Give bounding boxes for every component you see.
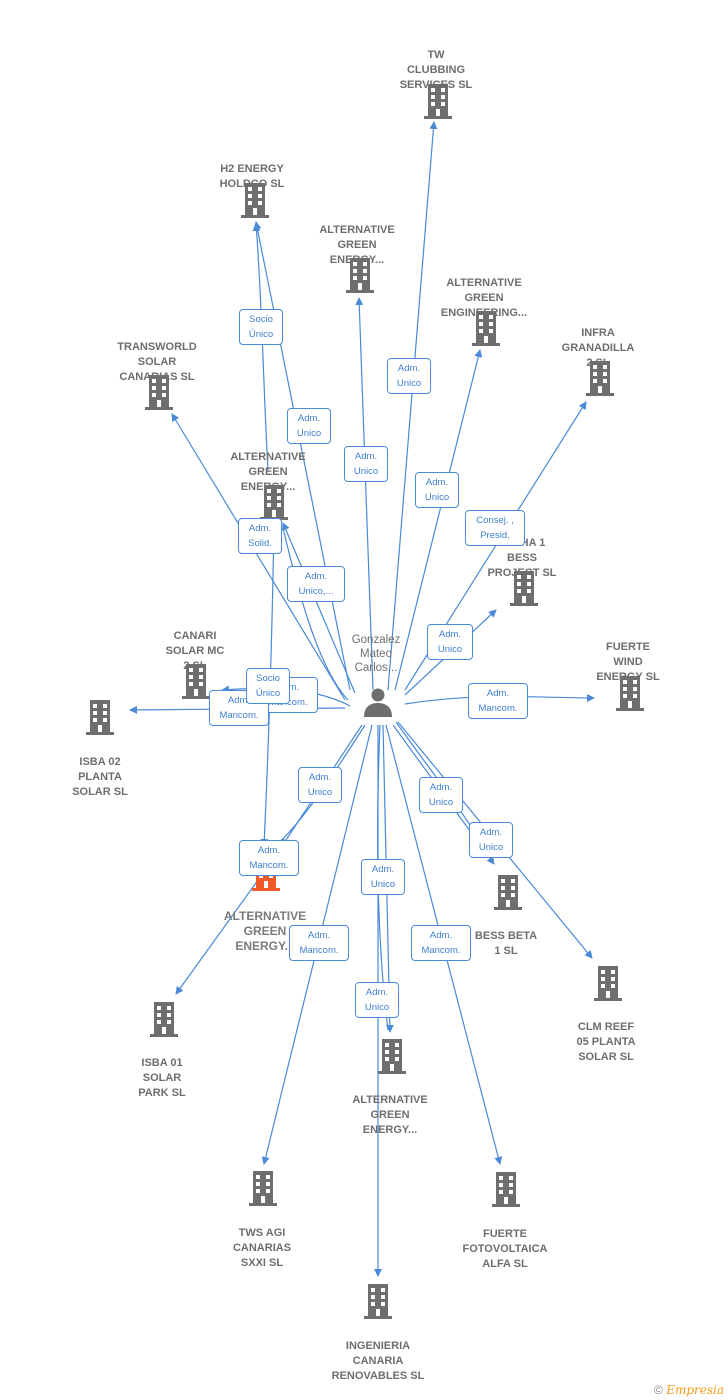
company-alt-green-3[interactable]: ALTERNATIVE GREEN ENERGY...	[340, 1078, 440, 1153]
edge-label-tw-clubbing[interactable]: Adm. Unico	[387, 358, 431, 394]
edge-label-h2-energy[interactable]: Adm. Unico	[287, 408, 331, 444]
building-icon[interactable]	[592, 966, 624, 1002]
edge-label-fuerte-wind[interactable]: Adm. Mancom.	[468, 683, 528, 719]
company-label: FUERTE WIND ENERGY SL	[596, 641, 660, 683]
company-label: INGENIERIA CANARIA RENOVABLES SL	[331, 1340, 425, 1382]
brand-logo[interactable]: Empresia	[666, 1383, 724, 1397]
edge-label-socio-h2[interactable]: Socio Único	[239, 309, 283, 345]
edge-tw-clubbing	[387, 121, 438, 691]
copyright-credit: © Empresia	[654, 1383, 724, 1397]
edge-h2-energy	[253, 221, 351, 691]
building-icon[interactable]	[84, 700, 116, 736]
edge-alt-green-eng	[394, 349, 483, 691]
edge-label-fuerte-foto[interactable]: Adm. Mancom.	[411, 925, 471, 961]
company-label: ISBA 01 SOLAR PARK SL	[138, 1057, 186, 1099]
company-label: TWS AGI CANARIAS SXXI SL	[232, 1227, 292, 1269]
company-isba02[interactable]: ISBA 02 PLANTA SOLAR SL	[50, 740, 150, 815]
edge-label-socio-main[interactable]: Socio Único	[246, 668, 290, 704]
building-icon[interactable]	[247, 1171, 279, 1207]
company-clm-reef[interactable]: CLM REEF 05 PLANTA SOLAR SL	[556, 1005, 656, 1080]
edge-label-alpha-bess[interactable]: Adm. Unico	[427, 624, 473, 660]
building-icon[interactable]	[492, 875, 524, 911]
edge-label-clm-reef[interactable]: Adm. Unico	[469, 822, 513, 858]
edge-transworld	[171, 413, 346, 701]
company-label: TW CLUBBING SERVICES SL	[399, 49, 473, 91]
edge-altgreen2-h2	[252, 223, 269, 471]
edge-label-ingenieria[interactable]: Adm. Unico	[355, 982, 399, 1018]
company-fuerte-foto[interactable]: FUERTE FOTOVOLTAICA ALFA SL	[448, 1212, 562, 1287]
company-label: ISBA 02 PLANTA SOLAR SL	[72, 756, 128, 798]
edge-label-bess-beta[interactable]: Adm. Unico	[419, 777, 463, 813]
building-icon[interactable]	[614, 676, 646, 712]
company-ingenieria[interactable]: INGENIERIA CANARIA RENOVABLES SL	[318, 1324, 438, 1399]
person-icon[interactable]	[362, 686, 394, 718]
edge-label-transworld[interactable]: Adm. Solid.	[238, 518, 282, 554]
edge-label-alt-green-3[interactable]: Adm. Unico	[361, 859, 405, 895]
edge-alt-green-2	[282, 522, 356, 694]
edge-alt-green-2b	[282, 527, 349, 701]
company-fuerte-wind[interactable]: FUERTE WIND ENERGY SL	[578, 625, 678, 700]
edge-label-alt-green-2[interactable]: Adm. Unico,...	[287, 566, 345, 602]
building-icon[interactable]	[148, 1002, 180, 1038]
company-alt-green-main[interactable]: ALTERNATIVE GREEN ENERGY...	[212, 894, 318, 969]
company-isba01[interactable]: ISBA 01 SOLAR PARK SL	[112, 1041, 212, 1116]
person-label[interactable]: Gonzalez Mateo Carlos...	[351, 634, 401, 674]
building-icon[interactable]	[422, 84, 454, 120]
building-icon[interactable]	[470, 311, 502, 347]
edge-label-alt-green-eng[interactable]: Adm. Unico	[415, 472, 459, 508]
company-bess-beta[interactable]: BESS BETA 1 SL	[456, 914, 556, 974]
building-icon[interactable]	[143, 375, 175, 411]
company-label: FUERTE FOTOVOLTAICA ALFA SL	[462, 1228, 548, 1270]
edge-main-isba01	[175, 879, 259, 995]
building-icon[interactable]	[376, 1039, 408, 1075]
building-icon[interactable]	[180, 664, 212, 700]
company-label: ALTERNATIVE GREEN ENERGY...	[223, 909, 307, 953]
company-tws-agi[interactable]: TWS AGI CANARIAS SXXI SL	[212, 1211, 312, 1286]
copyright-symbol: ©	[654, 1383, 663, 1397]
company-canari-solar[interactable]: CANARI SOLAR MC 2 SL	[145, 614, 245, 689]
company-label: CANARI SOLAR MC 2 SL	[165, 630, 225, 672]
edge-label-main[interactable]: Adm. Unico	[298, 767, 342, 803]
company-tw-clubbing[interactable]: TW CLUBBING SERVICES SL	[386, 33, 486, 108]
edge-label-tws-agi[interactable]: Adm. Mancom.	[289, 925, 349, 961]
edge-label-alt-green-1[interactable]: Adm. Unico	[344, 446, 388, 482]
edge-label-infra-granadilla[interactable]: Consej. , Presid.	[465, 510, 525, 546]
building-icon[interactable]	[490, 1172, 522, 1208]
building-icon[interactable]	[584, 361, 616, 397]
edge-alt-green-1	[355, 297, 374, 691]
building-icon[interactable]	[239, 183, 271, 219]
company-label: BESS BETA 1 SL	[474, 930, 538, 957]
building-icon[interactable]	[258, 485, 290, 521]
building-icon[interactable]	[344, 258, 376, 294]
building-icon[interactable]	[362, 1284, 394, 1320]
edge-label-isba01[interactable]: Adm. Mancom.	[239, 840, 299, 876]
company-label: ALTERNATIVE GREEN ENERGY...	[352, 1094, 428, 1136]
company-label: CLM REEF 05 PLANTA SOLAR SL	[576, 1021, 636, 1063]
building-icon[interactable]	[508, 571, 540, 607]
